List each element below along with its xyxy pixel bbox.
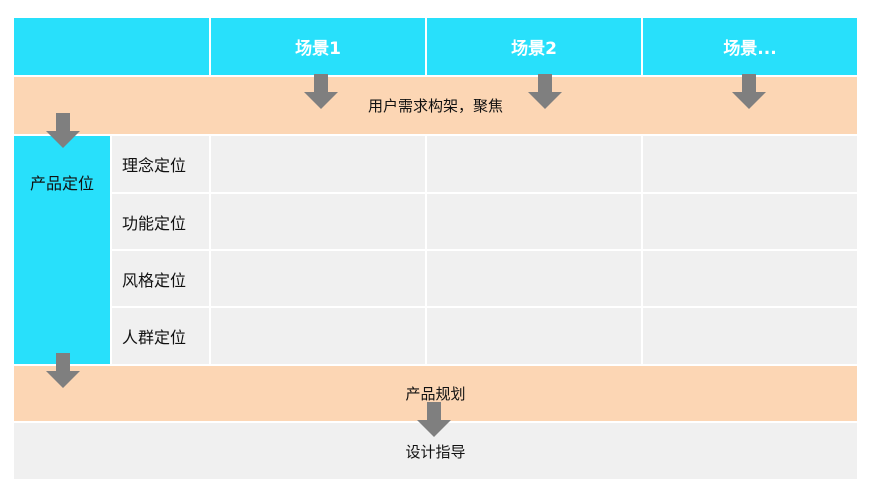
header-corner-cell [14,18,209,75]
grid-cell [211,194,425,249]
scenario-header-1: 场景1 [211,18,425,75]
grid-cell [643,136,857,192]
design-guidance-band: 设计指导 [14,423,857,479]
grid-cell [643,308,857,364]
down-arrow-icon [527,74,563,110]
grid-cell [427,308,641,364]
grid-cell [211,251,425,306]
down-arrow-icon [416,402,452,438]
dimension-audience: 人群定位 [112,308,209,364]
grid-cell [427,194,641,249]
scenario-header-2: 场景2 [427,18,641,75]
down-arrow-icon [303,74,339,110]
grid-cell [427,136,641,192]
grid-cell [211,136,425,192]
grid-cell [211,308,425,364]
down-arrow-icon [45,353,81,389]
user-needs-band: 用户需求构架，聚焦 [14,77,857,134]
product-positioning-label: 产品定位 [14,136,110,364]
dimension-function: 功能定位 [112,194,209,249]
grid-cell [643,194,857,249]
down-arrow-icon [45,113,81,149]
grid-cell [643,251,857,306]
grid-cell [427,251,641,306]
down-arrow-icon [731,74,767,110]
scenario-header-3: 场景... [643,18,857,75]
dimension-style: 风格定位 [112,251,209,306]
dimension-concept: 理念定位 [112,136,209,192]
